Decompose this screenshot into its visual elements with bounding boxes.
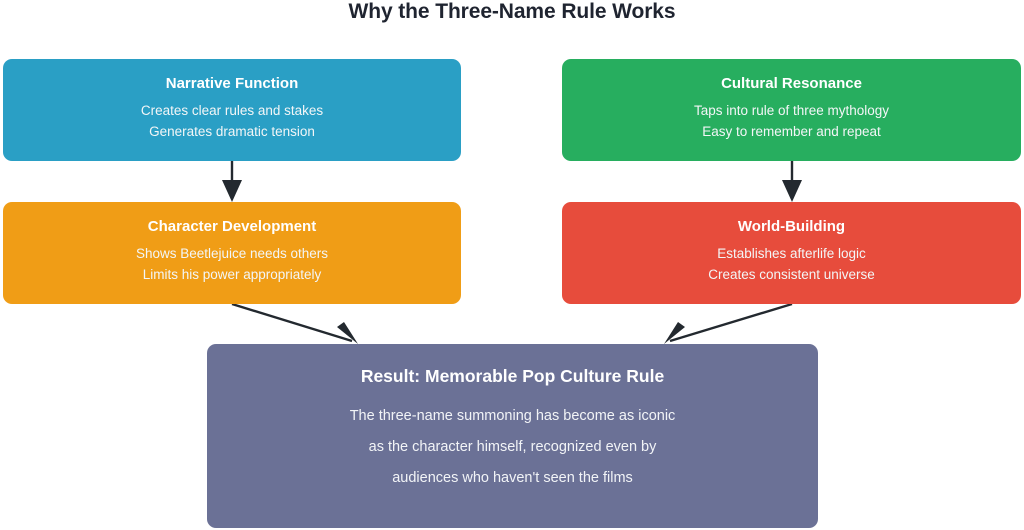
- node-title: Narrative Function: [165, 75, 299, 92]
- node-title: Character Development: [147, 218, 317, 235]
- node-detail-line: Creates clear rules and stakes: [140, 103, 324, 118]
- node-detail-line: Establishes afterlife logic: [717, 246, 866, 261]
- node-detail-line: The three-name summoning has become as i…: [349, 408, 676, 424]
- node-title: World-Building: [737, 218, 846, 235]
- node-result[interactable]: Result: Memorable Pop Culture Rule The t…: [207, 344, 818, 528]
- node-detail-lines: Shows Beetlejuice needs others Limits hi…: [3, 243, 461, 285]
- node-detail-line: Taps into rule of three mythology: [693, 103, 890, 118]
- node-detail-line: Shows Beetlejuice needs others: [135, 246, 329, 261]
- node-detail-line: Generates dramatic tension: [149, 124, 315, 139]
- node-title: Result: Memorable Pop Culture Rule: [360, 366, 665, 386]
- node-world-building[interactable]: World-Building Establishes afterlife log…: [562, 202, 1021, 304]
- node-detail-line: Limits his power appropriately: [142, 267, 322, 282]
- connector-narrative-to-character: [222, 161, 242, 202]
- node-detail-lines: Taps into rule of three mythology Easy t…: [562, 100, 1021, 142]
- node-title: Cultural Resonance: [721, 75, 862, 92]
- node-detail-line: as the character himself, recognized eve…: [368, 439, 657, 455]
- node-detail-line: Easy to remember and repeat: [702, 124, 881, 139]
- connector-character-to-result: [231, 302, 358, 344]
- node-character-development[interactable]: Character Development Shows Beetlejuice …: [3, 202, 461, 304]
- node-detail-lines: Establishes afterlife logic Creates cons…: [562, 243, 1021, 285]
- node-narrative-function[interactable]: Narrative Function Creates clear rules a…: [3, 59, 461, 161]
- node-detail-line: Creates consistent universe: [708, 267, 875, 282]
- connector-world-to-result: [664, 302, 793, 344]
- node-detail-lines: Creates clear rules and stakes Generates…: [3, 100, 461, 142]
- connector-cultural-to-world: [782, 161, 802, 202]
- node-detail-line: audiences who haven't seen the films: [392, 470, 633, 486]
- node-cultural-resonance[interactable]: Cultural Resonance Taps into rule of thr…: [562, 59, 1021, 161]
- page-title: Why the Three-Name Rule Works: [348, 0, 676, 23]
- node-detail-lines: The three-name summoning has become as i…: [207, 401, 818, 494]
